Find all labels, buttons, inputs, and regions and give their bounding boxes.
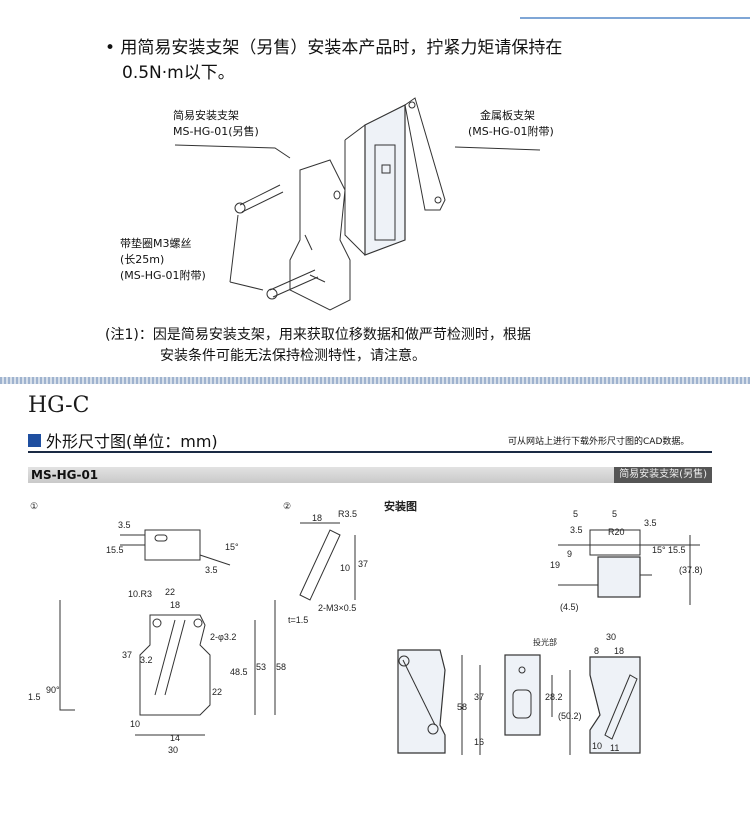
product-bar-tag: 简易安装支架(另售)	[614, 467, 712, 483]
install-top-view	[558, 529, 700, 605]
dim: 15°	[652, 545, 666, 555]
dim: 11	[610, 743, 619, 753]
callout-screw-note: (MS-HG-01附带)	[120, 269, 206, 282]
cad-download-note: 可从网站上进行下载外形尺寸图的CAD数据。	[508, 437, 690, 447]
dim: 28.2	[545, 692, 563, 702]
emitter-label: 投光部	[533, 637, 557, 647]
section-separator	[0, 377, 750, 384]
dim: 3.2	[140, 655, 153, 665]
view-label-1: ①	[30, 501, 38, 511]
callout-metal-plate-note: (MS-HG-01附带)	[468, 125, 554, 138]
intro-line-2: 0.5N·m以下。	[122, 63, 235, 83]
view2	[299, 522, 356, 601]
dimension-drawings: ① ② 安装图 3.5 15.5 3.5 15° 10.R3 22 18 2-φ…	[28, 499, 703, 755]
top-rule	[520, 17, 750, 19]
dim: 3.5	[570, 525, 583, 535]
dim: 10	[592, 741, 602, 751]
view1-front	[135, 600, 276, 736]
callout-screw-length: (长25m)	[120, 253, 165, 266]
dim: R20	[608, 527, 625, 537]
dim: 37	[358, 559, 368, 569]
heading-rule	[28, 451, 712, 453]
note-line-2: 安装条件可能无法保持检测特性，请注意。	[160, 348, 426, 364]
sensor-drawing	[344, 104, 406, 256]
dim: 30	[606, 632, 616, 642]
heading-square-icon	[28, 433, 41, 447]
section-heading: 外形尺寸图(单位：mm)	[28, 428, 218, 452]
dim: 48.5	[230, 667, 248, 677]
dim: 19	[550, 560, 560, 570]
dim: 8	[594, 646, 599, 656]
note-line-1: (注1)：因是简易安装支架，用来获取位移数据和做严苛检测时，根据	[105, 327, 531, 343]
dim: 5	[612, 509, 617, 519]
dim: 1.5	[28, 692, 41, 702]
callout-screw: 带垫圈M3螺丝	[120, 237, 192, 250]
dim: (4.5)	[560, 602, 579, 612]
leader-lines	[174, 144, 541, 291]
screw-drawing	[234, 184, 319, 300]
callout-metal-plate: 金属板支架	[480, 109, 535, 122]
bracket-illustration	[174, 97, 541, 311]
dim: 2-M3×0.5	[318, 603, 356, 613]
dim: t=1.5	[288, 615, 308, 625]
dim: 53	[256, 662, 266, 672]
dim: 10	[340, 563, 350, 573]
dim: 14	[170, 733, 180, 743]
bracket-drawing	[289, 159, 351, 311]
dim: 58	[457, 702, 467, 712]
dim: 37	[122, 650, 132, 660]
install-label: 安装图	[384, 499, 417, 513]
dim: (37.8)	[679, 565, 703, 575]
dim: 58	[276, 662, 286, 672]
model-title: HG-C	[28, 393, 90, 418]
dim: R3.5	[338, 509, 357, 519]
dim: 22	[212, 687, 222, 697]
product-bar-name: MS-HG-01	[31, 468, 99, 482]
dim: 3.5	[205, 565, 218, 575]
dim: 10.R3	[128, 589, 152, 599]
install-bottom-views	[397, 649, 641, 755]
dim: 22	[165, 587, 175, 597]
dim: (50.2)	[558, 711, 582, 721]
callout-bracket-name: 简易安装支架	[173, 109, 239, 122]
dim: 37	[474, 692, 484, 702]
dim: 10	[130, 719, 140, 729]
dim: 5	[573, 509, 578, 519]
product-bar: MS-HG-01 简易安装支架(另售)	[28, 467, 712, 483]
dim: 16	[474, 737, 484, 747]
dim: 9	[567, 549, 572, 559]
dim: 2-φ3.2	[210, 632, 236, 642]
dim: 15°	[225, 542, 239, 552]
view1-top	[120, 529, 231, 566]
dim: 18	[614, 646, 624, 656]
intro-line-1: • 用简易安装支架（另售）安装本产品时，拧紧力矩请保持在	[105, 38, 563, 58]
dim: 15.5	[668, 545, 686, 555]
dim: 15.5	[106, 545, 124, 555]
dim: 30	[168, 745, 178, 755]
section-heading-text: 外形尺寸图(单位：mm)	[46, 432, 218, 451]
view-label-2: ②	[283, 501, 291, 511]
dim: 3.5	[644, 518, 657, 528]
dim: 18	[170, 600, 180, 610]
dim: 3.5	[118, 520, 131, 530]
dim: 90°	[46, 685, 60, 695]
callout-bracket-model: MS-HG-01(另售)	[173, 125, 259, 138]
dim: 18	[312, 513, 322, 523]
metal-plate-drawing	[404, 97, 446, 211]
view1-side	[59, 600, 75, 711]
